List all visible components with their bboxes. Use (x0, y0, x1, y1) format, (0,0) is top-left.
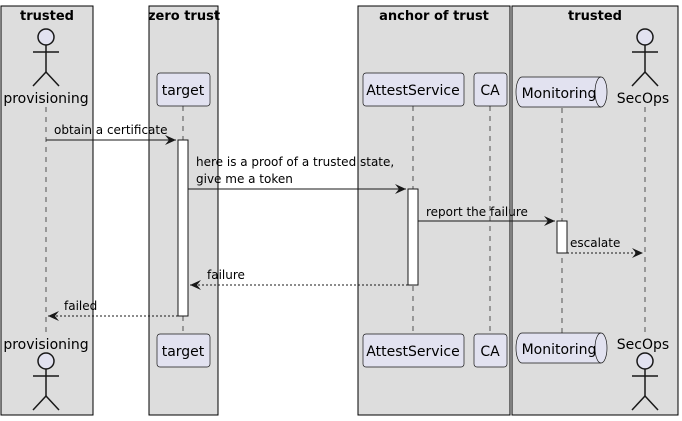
participant-ca-label: CA (480, 344, 500, 360)
participant-ca-top: CA (473, 72, 508, 107)
message-label-line-1: here is a proof of a trusted state, (196, 155, 394, 169)
participant-attestservice-label: AttestService (366, 83, 459, 99)
participant-monitoring-label: Monitoring (522, 342, 597, 358)
actor-provisioning-bottom: provisioning (3, 337, 89, 411)
participant-target-label: target (162, 83, 205, 99)
actor-secops-label: SecOps (617, 337, 669, 353)
participant-ca-bottom: CA (473, 333, 508, 368)
activation-attestservice (407, 188, 419, 286)
participant-monitoring-top: Monitoring (515, 76, 608, 108)
message-obtain-certificate: obtain a certificate (46, 123, 176, 145)
participant-attestservice-label: AttestService (366, 344, 459, 360)
actor-secops-icon (631, 28, 659, 87)
message-proof-of-trusted-state: here is a proof of a trusted state, give… (188, 155, 406, 194)
message-failed: failed (48, 299, 178, 321)
message-failure: failure (190, 268, 408, 290)
message-label: failure (207, 268, 245, 282)
actor-provisioning-icon (32, 352, 60, 411)
message-label: report the failure (426, 205, 528, 219)
participant-attestservice-top: AttestService (362, 72, 465, 107)
box-title: trusted (20, 9, 74, 24)
participant-monitoring-bottom: Monitoring (515, 332, 608, 364)
message-label: obtain a certificate (54, 123, 168, 137)
message-label-line-2: give me a token (196, 172, 293, 186)
participant-monitoring-label: Monitoring (522, 86, 597, 102)
participant-ca-label: CA (480, 83, 500, 99)
actor-provisioning-label: provisioning (3, 337, 88, 353)
message-label: escalate (570, 236, 620, 250)
actor-secops-top: SecOps (617, 28, 669, 107)
actor-provisioning-icon (32, 28, 60, 87)
activation-monitoring (556, 220, 568, 254)
participant-attestservice-bottom: AttestService (362, 333, 465, 368)
box-title: zero trust (148, 9, 220, 24)
actor-secops-icon (631, 352, 659, 411)
box-title: anchor of trust (379, 9, 489, 24)
box-title: trusted (568, 9, 622, 24)
actor-provisioning-label: provisioning (3, 91, 88, 107)
activations (177, 139, 568, 317)
actor-secops-label: SecOps (617, 91, 669, 107)
participant-target-bottom: target (156, 333, 211, 368)
actor-provisioning-top: provisioning (3, 28, 89, 107)
message-escalate: escalate (567, 236, 643, 258)
message-label: failed (64, 299, 97, 313)
participant-target-label: target (162, 344, 205, 360)
message-report-failure: report the failure (418, 205, 555, 226)
participant-target-top: target (156, 72, 211, 107)
actor-secops-bottom: SecOps (617, 337, 669, 411)
activation-target (177, 139, 189, 317)
